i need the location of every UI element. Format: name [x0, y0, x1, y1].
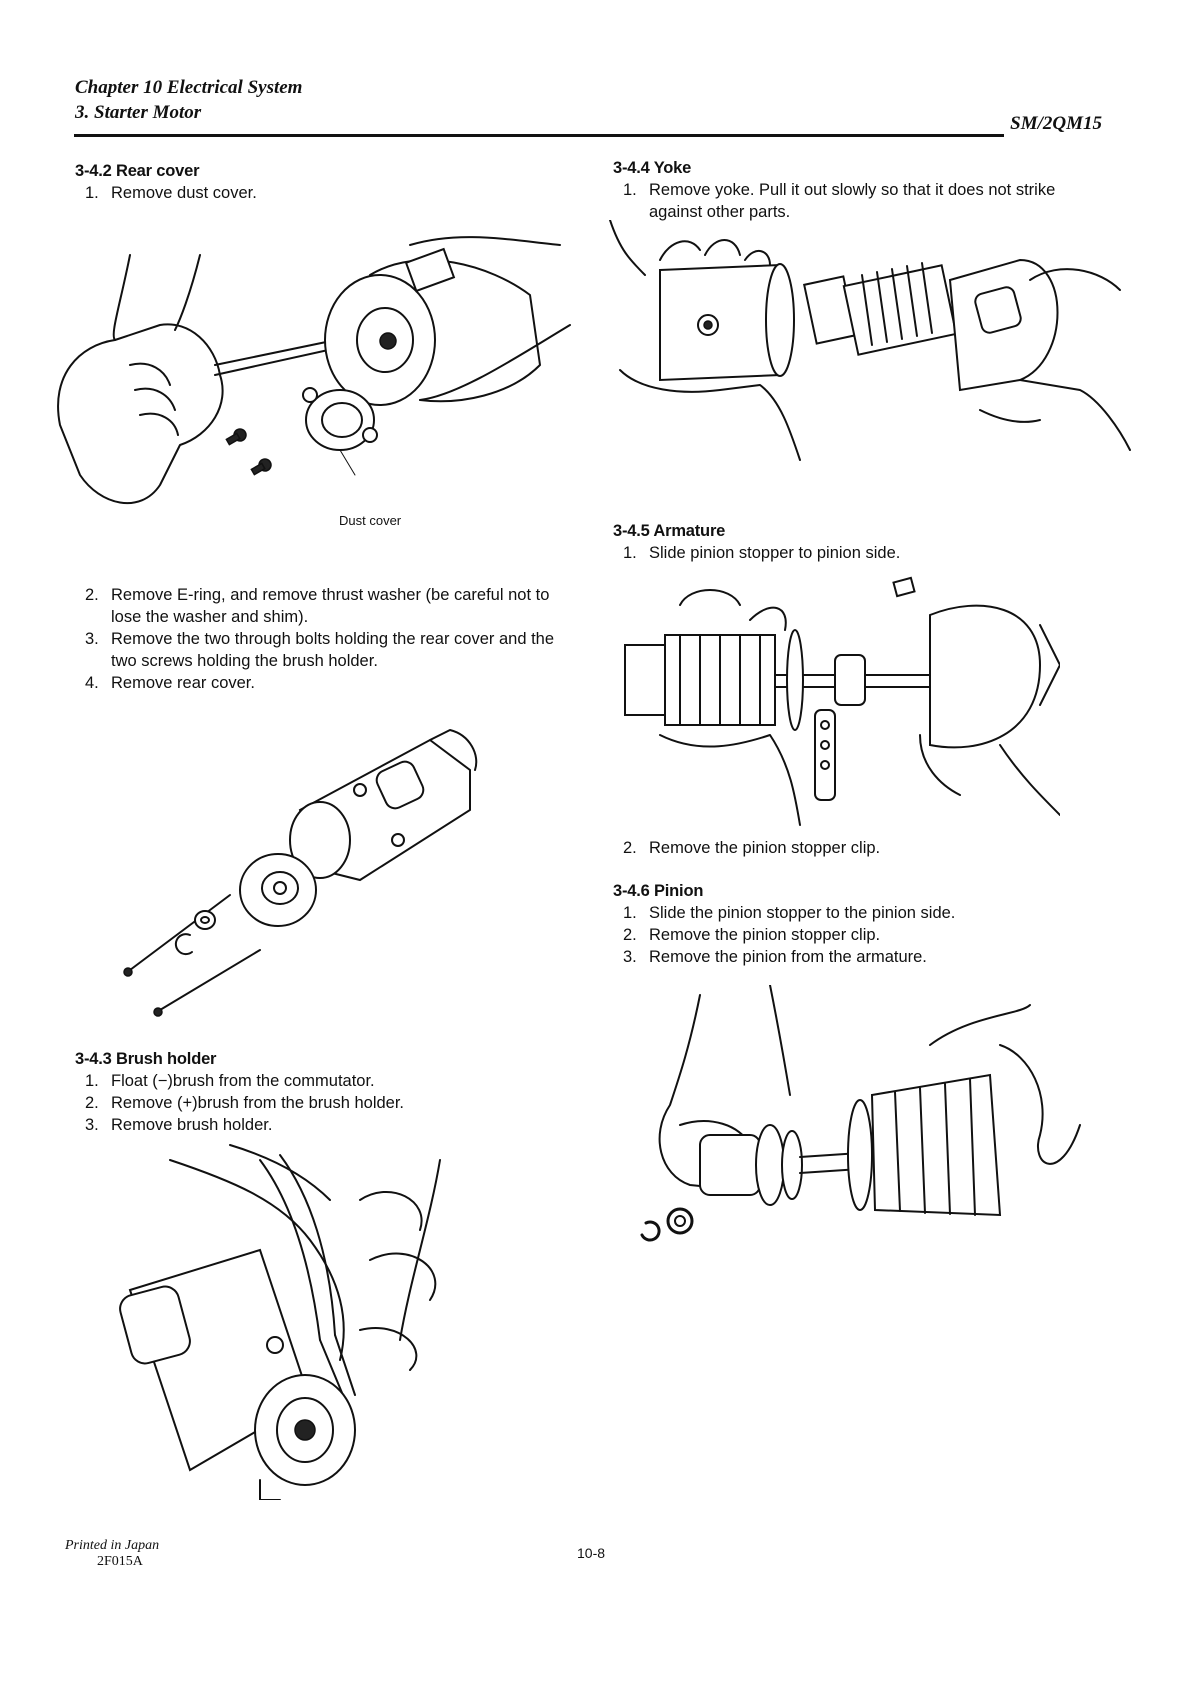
figure-remove-yoke	[600, 220, 1140, 500]
step-item: 1.Remove dust cover.	[85, 184, 257, 202]
section-heading: 3-4.5 Armature	[613, 522, 726, 540]
section-title: 3. Starter Motor	[75, 102, 202, 123]
step-item: 1.Remove yoke. Pull it out slowly so tha…	[623, 181, 1056, 221]
section-armature-steps: 2.Remove the pinion stopper clip.	[613, 837, 1103, 859]
page-number: 10-8	[577, 1545, 606, 1561]
figure-remove-pinion	[620, 985, 1090, 1265]
section-pinion: 3-4.6 Pinion 1.Slide the pinion stopper …	[613, 880, 1103, 968]
section-heading: 3-4.4 Yoke	[613, 159, 692, 177]
figure-remove-dust-cover	[40, 225, 580, 525]
step-item: 2.Remove E-ring, and remove thrust washe…	[85, 586, 550, 626]
section-heading: 3-4.6 Pinion	[613, 882, 704, 900]
step-item: 2.Remove (+)brush from the brush holder.	[85, 1094, 405, 1112]
step-item: 1.Float (−)brush from the commutator.	[85, 1072, 375, 1090]
chapter-title: Chapter 10 Electrical System	[75, 77, 303, 98]
figure-remove-rear-cover	[120, 720, 500, 1020]
step-item: 1.Slide the pinion stopper to the pinion…	[623, 904, 956, 922]
section-rear-cover: 3-4.2 Rear cover 1.Remove dust cover.	[75, 160, 565, 204]
section-armature: 3-4.5 Armature 1.Slide pinion stopper to…	[613, 520, 1103, 564]
section-heading: 3-4.3 Brush holder	[75, 1050, 217, 1068]
step-item: 2.Remove the pinion stopper clip.	[623, 839, 881, 857]
step-item: 2.Remove the pinion stopper clip.	[623, 926, 881, 944]
step-item: 1.Slide pinion stopper to pinion side.	[623, 544, 901, 562]
step-item: 3.Remove brush holder.	[85, 1116, 273, 1134]
header-rule	[74, 134, 1004, 137]
section-brush-holder: 3-4.3 Brush holder 1.Float (−)brush from…	[75, 1048, 565, 1136]
figure-remove-brush-holder	[110, 1140, 490, 1500]
section-rear-cover-steps: 2.Remove E-ring, and remove thrust washe…	[75, 584, 565, 694]
printed-in: Printed in Japan	[65, 1538, 160, 1553]
step-item: 3.Remove the pinion from the armature.	[623, 948, 927, 966]
section-heading: 3-4.2 Rear cover	[75, 162, 200, 180]
doc-code: 2F015A	[97, 1554, 143, 1569]
page-header: Chapter 10 Electrical System 3. Starter …	[75, 75, 302, 125]
caption-dust-cover: Dust cover	[339, 513, 402, 528]
step-item: 4.Remove rear cover.	[85, 674, 255, 692]
figure-slide-pinion-stopper	[620, 575, 1060, 835]
model-code: SM/2QM15	[1010, 113, 1102, 134]
footer-printed: Printed in Japan 2F015A	[65, 1538, 159, 1570]
step-item: 3.Remove the two through bolts holding t…	[85, 630, 555, 670]
section-yoke: 3-4.4 Yoke 1.Remove yoke. Pull it out sl…	[613, 157, 1103, 223]
